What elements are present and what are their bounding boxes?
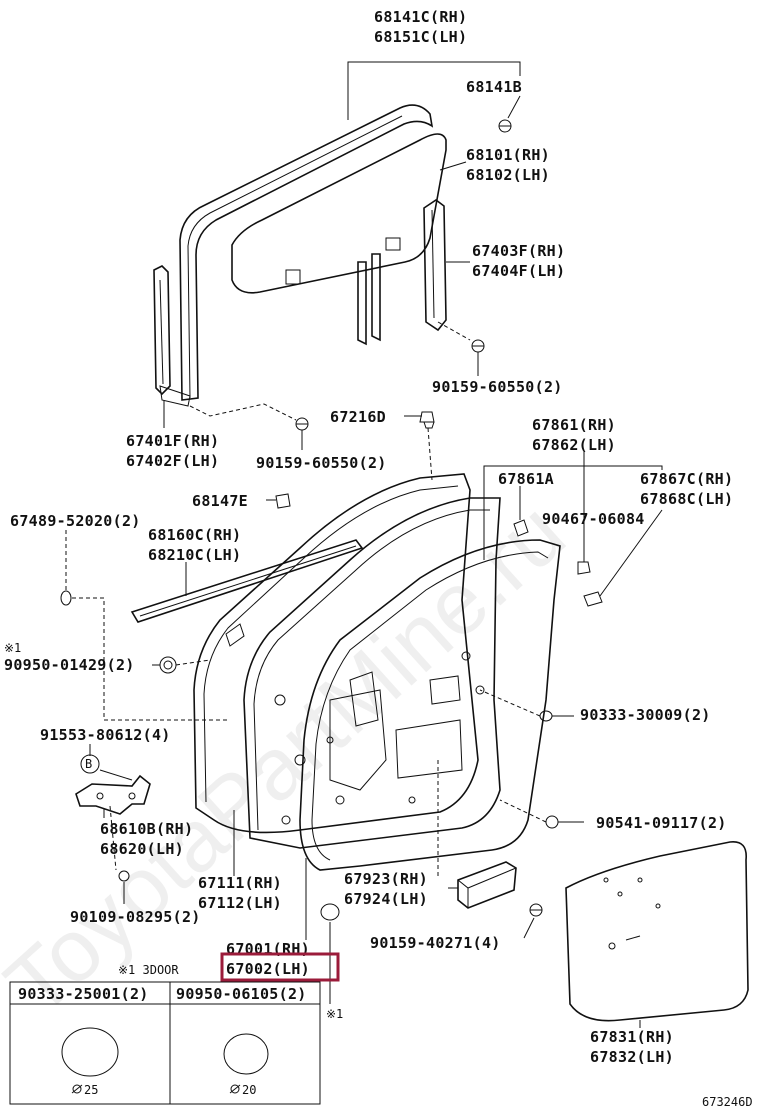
highlight-box bbox=[220, 952, 340, 982]
label-90109: 90109-08295(2) bbox=[70, 908, 201, 926]
plug-icon bbox=[60, 590, 72, 606]
door-trim-panel-part bbox=[565, 841, 749, 1022]
clip-icon bbox=[419, 411, 435, 429]
label-68210c: 68210C(LH) bbox=[148, 546, 241, 564]
outer-door-panel-part bbox=[193, 473, 479, 834]
label-68141c: 68141C(RH) bbox=[374, 8, 467, 26]
door-glass-part bbox=[231, 133, 447, 294]
label-68610b: 68610B(RH) bbox=[100, 820, 193, 838]
label-67923: 67923(RH) bbox=[344, 870, 428, 888]
diameter-icon bbox=[230, 1084, 240, 1094]
bolt-icon bbox=[529, 903, 543, 917]
label-68147e: 68147E bbox=[192, 492, 248, 510]
label-91553: 91553-80612(4) bbox=[40, 726, 171, 744]
door-inner-panel-details bbox=[326, 651, 485, 805]
weatherstrip-part bbox=[299, 539, 561, 871]
clip-icon bbox=[577, 561, 591, 575]
label-note-3door: ※1 3DOOR bbox=[118, 963, 179, 977]
diagram-id: 673246D bbox=[702, 1095, 753, 1109]
center-run-channel-part bbox=[357, 253, 381, 346]
label-67403f: 67403F(RH) bbox=[472, 242, 565, 260]
grommet-icon bbox=[159, 656, 177, 674]
label-b-mark: B bbox=[85, 757, 92, 771]
label-67831: 67831(RH) bbox=[590, 1028, 674, 1046]
part-labels: 68141C(RH) 68151C(LH) 68141B 68101(RH) 6… bbox=[4, 8, 753, 1109]
label-68101: 68101(RH) bbox=[466, 146, 550, 164]
rear-lower-frame-part bbox=[423, 199, 447, 332]
plug-icon bbox=[539, 710, 553, 722]
label-68151c: 68151C(LH) bbox=[374, 28, 467, 46]
label-67002: 67002(LH) bbox=[226, 960, 310, 978]
label-67112: 67112(LH) bbox=[198, 894, 282, 912]
label-67111: 67111(RH) bbox=[198, 874, 282, 892]
plug-20-icon bbox=[223, 1033, 269, 1075]
label-90950-01429: 90950-01429(2) bbox=[4, 656, 135, 674]
legend-table: 90333-25001(2) 90950-06105(2) 25 20 bbox=[9, 981, 321, 1105]
bolt-icon bbox=[118, 870, 130, 882]
label-68160c: 68160C(RH) bbox=[148, 526, 241, 544]
label-68620: 68620(LH) bbox=[100, 840, 184, 858]
label-90159-60550-top: 90159-60550(2) bbox=[432, 378, 563, 396]
clip-icon bbox=[513, 519, 529, 537]
glass-run-frame-part bbox=[179, 104, 434, 401]
label-68141b: 68141B bbox=[466, 78, 522, 96]
label-90541: 90541-09117(2) bbox=[596, 814, 727, 832]
label-67404f: 67404F(LH) bbox=[472, 262, 565, 280]
door-frame-part bbox=[243, 497, 501, 849]
clip-icon bbox=[275, 493, 291, 509]
label-90159-60550-mid: 90159-60550(2) bbox=[256, 454, 387, 472]
label-90467: 90467-06084 bbox=[542, 510, 645, 528]
label-67867c: 67867C(RH) bbox=[640, 470, 733, 488]
label-67862: 67862(LH) bbox=[532, 436, 616, 454]
door-hinge-part bbox=[75, 774, 151, 815]
label-note1-bottom: ※1 bbox=[326, 1007, 343, 1021]
plug-icon bbox=[320, 903, 340, 921]
label-67861: 67861(RH) bbox=[532, 416, 616, 434]
plug-25-icon bbox=[61, 1027, 119, 1077]
label-67868c: 67868C(LH) bbox=[640, 490, 733, 508]
bolt-icon bbox=[295, 417, 309, 431]
clip-icon bbox=[583, 591, 603, 607]
label-67489: 67489-52020(2) bbox=[10, 512, 141, 530]
panel-block-part bbox=[457, 861, 517, 909]
leader-lines bbox=[65, 61, 663, 1028]
label-67402f: 67402F(LH) bbox=[126, 452, 219, 470]
legend-col1-size: 25 bbox=[84, 1083, 98, 1097]
bolt-icon bbox=[471, 339, 485, 353]
label-90333-30009: 90333-30009(2) bbox=[580, 706, 711, 724]
label-67924: 67924(LH) bbox=[344, 890, 428, 908]
label-68102: 68102(LH) bbox=[466, 166, 550, 184]
label-90159-40271: 90159-40271(4) bbox=[370, 934, 501, 952]
label-67861a: 67861A bbox=[498, 470, 554, 488]
legend-col2-size: 20 bbox=[242, 1083, 256, 1097]
legend-col1-header: 90333-25001(2) bbox=[18, 985, 149, 1003]
label-67216d: 67216D bbox=[330, 408, 386, 426]
label-67401f: 67401F(RH) bbox=[126, 432, 219, 450]
b-marker-icon bbox=[80, 754, 100, 774]
front-lower-frame-part bbox=[153, 265, 191, 407]
bolt-icon bbox=[545, 815, 559, 829]
label-note1-mark: ※1 bbox=[4, 641, 21, 655]
legend-col2-header: 90950-06105(2) bbox=[176, 985, 307, 1003]
diameter-icon bbox=[72, 1084, 82, 1094]
bolt-icon bbox=[498, 119, 512, 133]
label-67832: 67832(LH) bbox=[590, 1048, 674, 1066]
